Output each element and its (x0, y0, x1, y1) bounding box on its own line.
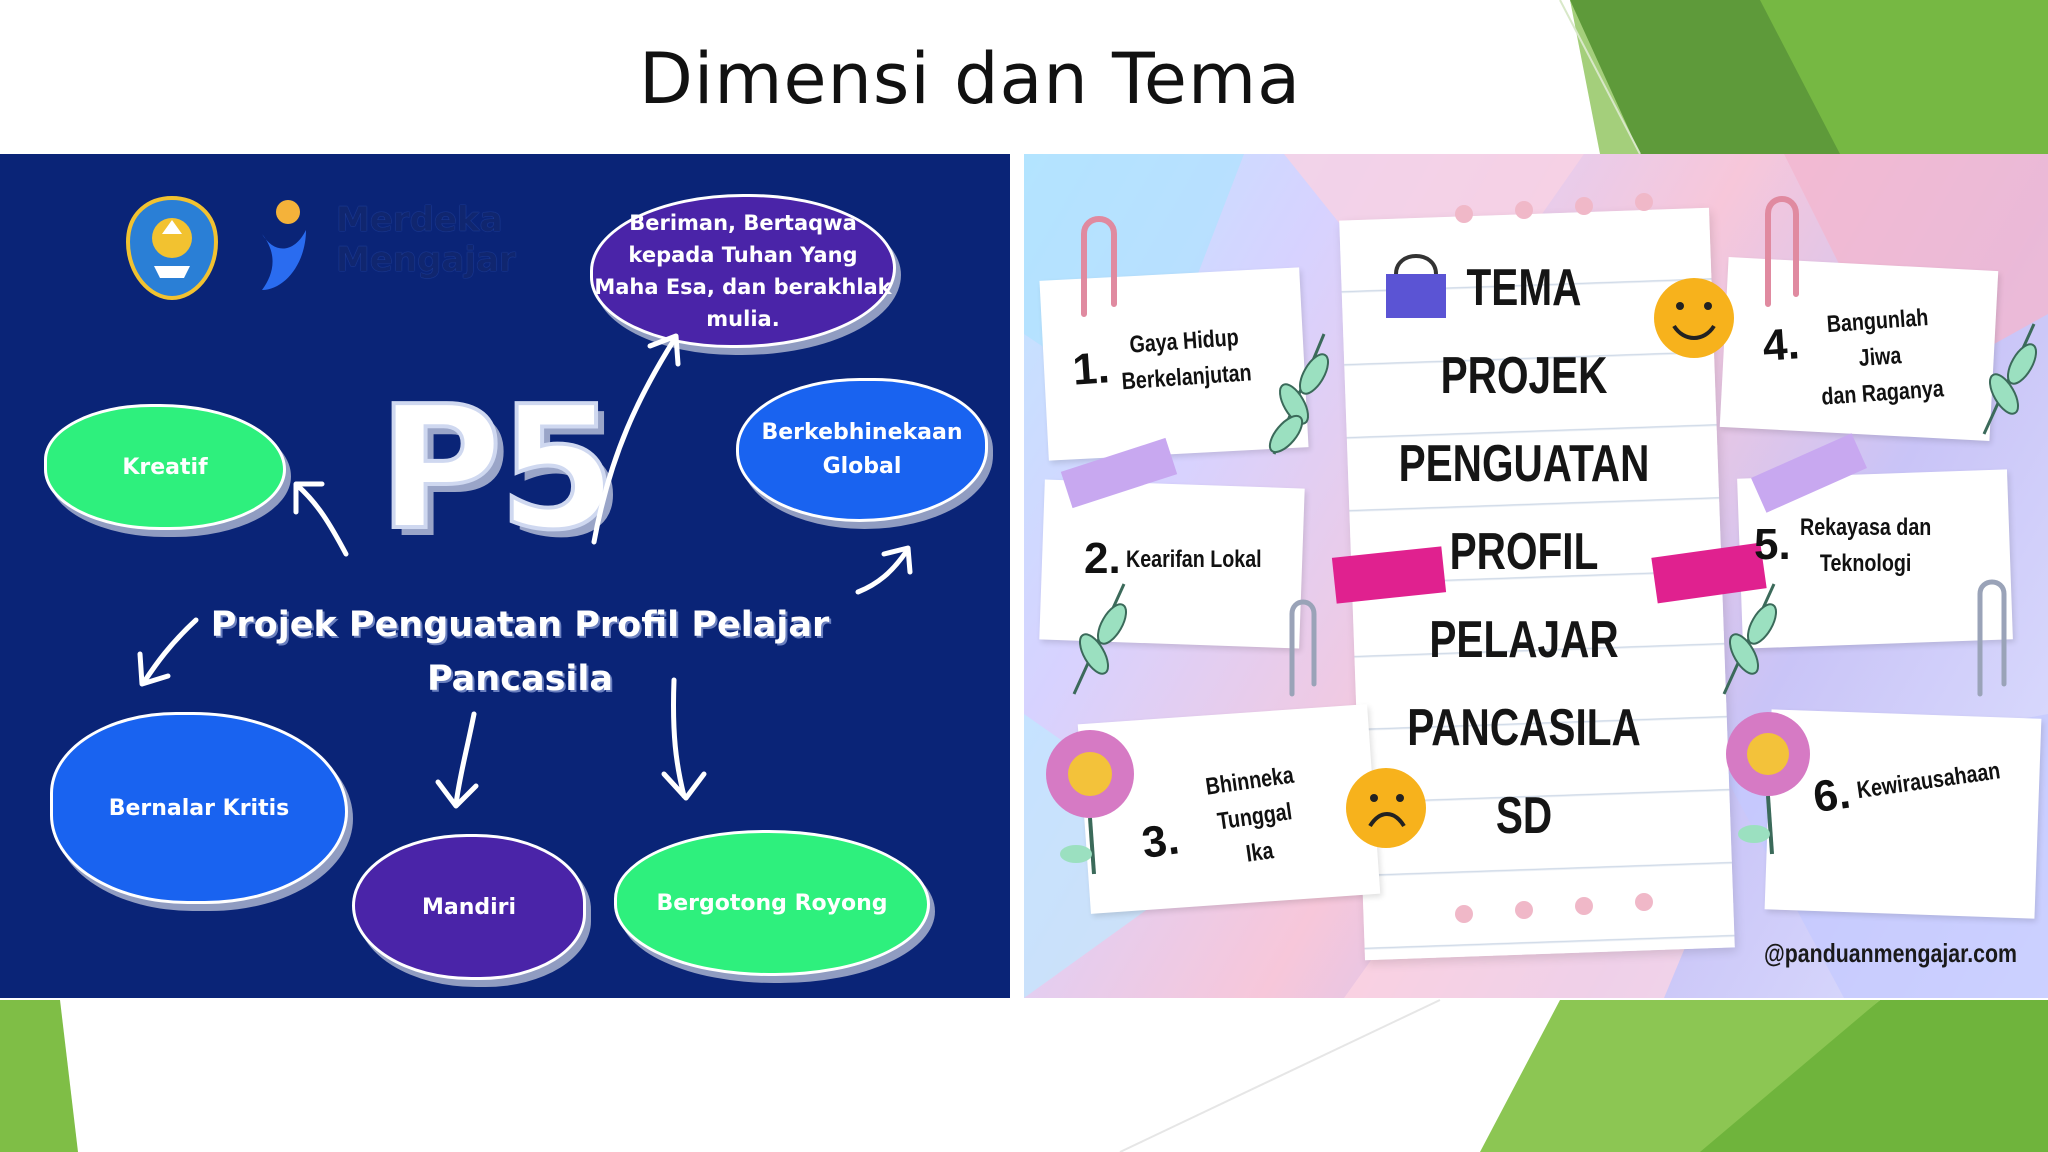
dimension-arrows (137, 333, 913, 809)
theme-3-line1: Bhinneka Tunggal (1203, 761, 1296, 836)
theme-5: 5. Rekayasa dan Teknologi (1754, 510, 1974, 620)
slide-title: Dimensi dan Tema (638, 38, 1302, 120)
source-watermark: @panduanmengajar.com (1764, 938, 2018, 968)
leaf-icon-3 (1982, 323, 2037, 435)
title-line-7: SD (1495, 787, 1553, 845)
subtitle-line2: Pancasila (426, 659, 614, 699)
theme-4: 4. Bangunlah Jiwa dan Raganya (1760, 296, 1987, 421)
leaf-icon-2 (1072, 583, 1127, 695)
merdeka-mengajar-logo-text: Merdeka Mengajar (336, 200, 516, 280)
theme-3-text: Bhinneka Tunggal Ika (1175, 754, 1335, 881)
title-line-3: PENGUATAN (1398, 435, 1650, 493)
arrow-to-gotong (670, 677, 687, 799)
p5-subtitle: Projek Penguatan Profil Pelajar Pancasil… (200, 598, 840, 706)
binder-clip-icon (1386, 254, 1446, 318)
p5-themes-infographic: TEMA PROJEK PENGUATAN PROFIL PELAJAR PAN… (1024, 154, 2048, 998)
smiley-face-icon-1 (1654, 278, 1734, 358)
theme-4-number: 4. (1761, 319, 1802, 371)
title-line-6: PANCASILA (1407, 699, 1641, 757)
paperclip-icon-2 (1765, 196, 1799, 307)
flower-icon-1 (1046, 730, 1134, 875)
merdeka-mengajar-logo-icon (262, 200, 306, 290)
paper-holes (1455, 193, 1653, 923)
arrow-to-berkebhinekaan (855, 549, 909, 595)
themes-title: TEMA PROJEK PENGUATAN PROFIL PELAJAR PAN… (1360, 244, 1688, 860)
dimension-kreatif: Kreatif (44, 404, 286, 530)
flower-icon-2 (1726, 712, 1810, 855)
washi-tape-purple-2 (1751, 433, 1867, 513)
theme-4-text: Bangunlah Jiwa dan Raganya (1804, 299, 1956, 417)
paperclip-icon-4 (1977, 579, 2007, 697)
dimension-bergotong-royong: Bergotong Royong (614, 830, 930, 976)
title-line-4: PROFIL (1449, 523, 1599, 581)
themes-decorations (1046, 193, 2037, 923)
theme-5-text: Rekayasa dan Teknologi (1800, 510, 1931, 582)
title-line-5: PELAJAR (1429, 611, 1619, 669)
leaf-icon-4 (1722, 583, 1777, 695)
theme-4-line1: Bangunlah Jiwa (1825, 304, 1930, 373)
p5-headline: P5 (376, 370, 619, 568)
arrow-to-mandiri (453, 711, 477, 807)
theme-5-line1: Rekayasa dan (1800, 514, 1932, 541)
theme-2-number: 2. (1084, 534, 1121, 583)
arrow-to-bernalar (141, 617, 199, 685)
theme-2: 2. Kearifan Lokal (1084, 534, 1304, 594)
theme-1-text: Gaya Hidup Berkelanjutan (1118, 319, 1253, 400)
theme-2-text: Kearifan Lokal (1126, 542, 1262, 578)
theme-3-line2: Ika (1244, 837, 1276, 868)
arrow-to-kreatif (295, 483, 349, 557)
theme-6-number: 6. (1810, 768, 1854, 823)
paperclip-icon-1 (1081, 216, 1117, 317)
title-line-2: PROJEK (1440, 347, 1608, 405)
arrow-to-beriman (591, 337, 677, 545)
theme-5-number: 5. (1754, 520, 1791, 569)
theme-4-line2: dan Raganya (1820, 375, 1945, 411)
dimension-bernalar-kritis: Bernalar Kritis (50, 712, 348, 904)
theme-2-line1: Kearifan Lokal (1126, 546, 1262, 573)
dimension-berkebhinekaan-global: Berkebhinekaan Global (736, 378, 988, 522)
washi-tape-pink-1 (1331, 546, 1447, 604)
theme-6-line1: Kewirausahaan (1855, 757, 2002, 805)
logo-text-line1: Merdeka (336, 200, 503, 240)
p5-dimensions-infographic: Merdeka Mengajar P5 Projek Penguatan Pro… (0, 154, 1010, 998)
theme-5-line2: Teknologi (1819, 550, 1912, 577)
washi-tape-purple-1 (1060, 437, 1178, 509)
sad-face-icon (1346, 768, 1426, 848)
theme-1-line2: Berkelanjutan (1120, 359, 1253, 396)
theme-1-line1: Gaya Hidup (1128, 324, 1240, 359)
washi-tape-pink-2 (1651, 542, 1767, 604)
theme-1-number: 1. (1071, 343, 1112, 395)
leaf-icon-1 (1268, 333, 1329, 455)
logo-text-line2: Mengajar (336, 240, 516, 280)
subtitle-line1: Projek Penguatan Profil Pelajar (210, 605, 830, 645)
theme-3-number: 3. (1138, 814, 1183, 868)
tut-wuri-handayani-logo (125, 195, 219, 301)
theme-1: 1. Gaya Hidup Berkelanjutan (1070, 316, 1298, 451)
paperclip-icon-3 (1289, 599, 1317, 697)
title-line-1: TEMA (1466, 259, 1582, 317)
dimension-beriman: Beriman, Bertaqwa kepada Tuhan Yang Maha… (590, 194, 896, 348)
dimension-mandiri: Mandiri (352, 834, 586, 980)
